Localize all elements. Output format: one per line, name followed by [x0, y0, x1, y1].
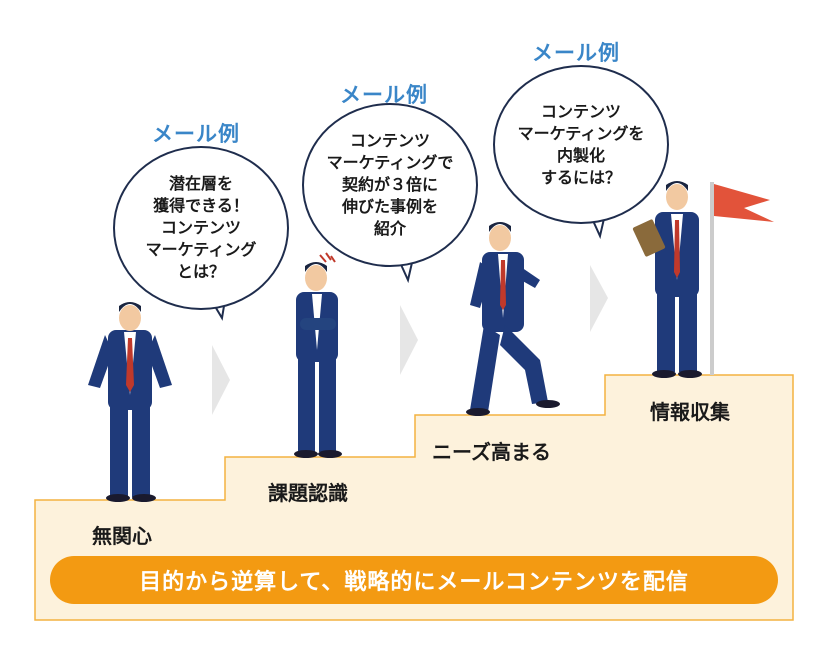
stage-label-needs-rising: ニーズ高まる	[432, 440, 551, 464]
stage-label-indifference: 無関心	[92, 524, 152, 548]
stage-label-information-gathering: 情報収集	[650, 400, 730, 424]
businessman-figure-4	[632, 181, 774, 378]
businessman-figure-2	[294, 252, 342, 458]
step-arrow-1	[212, 345, 230, 415]
step-arrow-3	[590, 265, 608, 332]
businessman-figure-3	[466, 222, 560, 416]
speech-bubble-2: コンテンツ マーケティングで 契約が３倍に 伸びた事例を 紹介	[302, 103, 478, 267]
speech-bubble-1: 潜在層を 獲得できる！ コンテンツ マーケティング とは？	[113, 146, 289, 310]
step-arrow-2	[400, 305, 418, 375]
summary-banner: 目的から逆算して、戦略的にメールコンテンツを配信	[50, 556, 778, 604]
businessman-figure-1	[88, 302, 172, 502]
email-example-label-3: メール例	[532, 41, 620, 65]
email-example-label-1: メール例	[152, 122, 240, 146]
stage-label-problem-awareness: 課題認識	[268, 481, 348, 505]
speech-bubble-3: コンテンツ マーケティングを 内製化 するには？	[493, 65, 669, 224]
